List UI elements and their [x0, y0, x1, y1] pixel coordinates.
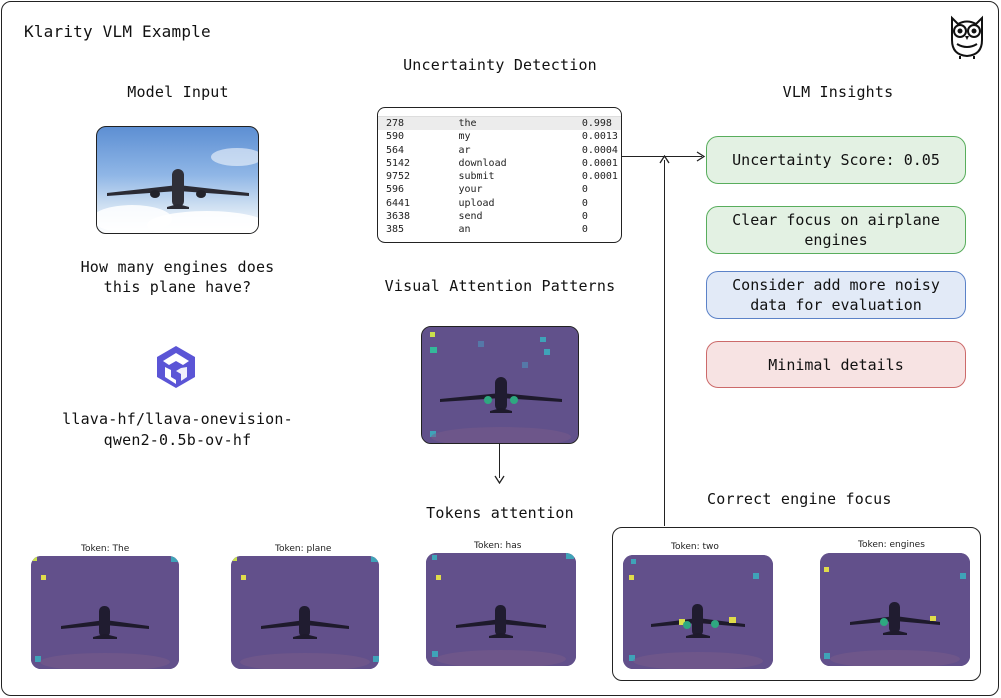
minimal-details-card: Minimal details — [706, 341, 966, 388]
token-heatmap-two — [623, 555, 773, 669]
focus-insight-line-2: engines — [804, 231, 868, 249]
arrow-line-focus-to-insights — [664, 160, 666, 526]
token-heatmap-engines — [820, 553, 970, 666]
correct-focus-heading: Correct engine focus — [707, 490, 892, 508]
token-label-plane: Token: plane — [275, 544, 332, 554]
arrow-head-right-icon — [696, 151, 706, 162]
arrow-line-table-to-insights — [622, 156, 702, 158]
tokens-attention-heading: Tokens attention — [426, 504, 574, 522]
page-title: Klarity VLM Example — [24, 22, 211, 41]
table-top-edge — [378, 108, 621, 117]
heatmap-image — [422, 327, 578, 443]
token-label-two: Token: two — [671, 542, 719, 552]
consider-insight-card: Consider add more noisy data for evaluat… — [706, 271, 966, 319]
uncertainty-score-card: Uncertainty Score: 0.05 — [706, 136, 966, 184]
airplane-icon — [97, 148, 258, 233]
token-label-the: Token: The — [81, 544, 130, 554]
arrow-line-heatmap-to-tokens — [499, 444, 501, 478]
attention-heatmap-main — [421, 326, 579, 444]
insights-heading: VLM Insights — [782, 83, 894, 101]
model-name-line-2: qwen2-0.5b-ov-hf — [103, 431, 252, 449]
visual-attention-heading: Visual Attention Patterns — [384, 277, 616, 295]
uncertainty-heading: Uncertainty Detection — [403, 56, 597, 74]
focus-insight-card: Clear focus on airplane engines — [706, 206, 966, 254]
minimal-details-text: Minimal details — [768, 355, 904, 374]
focus-insight-line-1: Clear focus on airplane — [732, 211, 940, 229]
question-line-2: this plane have? — [103, 278, 252, 296]
token-label-engines: Token: engines — [858, 540, 925, 550]
token-label-has: Token: has — [474, 541, 522, 551]
consider-insight-line-2: data for evaluation — [750, 296, 922, 314]
token-heatmap-the — [31, 556, 179, 669]
model-name-line-1: llava-hf/llava-onevision- — [62, 410, 293, 428]
token-heatmap-plane — [231, 556, 379, 669]
correct-focus-box — [612, 527, 981, 681]
token-heatmap-has — [426, 553, 576, 666]
model-input-heading: Model Input — [127, 83, 229, 101]
consider-insight-line-1: Consider add more noisy — [732, 276, 940, 294]
uncertainty-score-text: Uncertainty Score: 0.05 — [732, 151, 940, 169]
input-airplane-image — [96, 126, 259, 234]
question-line-1: How many engines does — [80, 258, 275, 276]
arrow-head-down-icon — [494, 475, 505, 484]
arrow-head-up-icon — [659, 155, 670, 164]
owl-logo-icon — [951, 15, 983, 59]
model-logo-icon — [157, 346, 195, 388]
